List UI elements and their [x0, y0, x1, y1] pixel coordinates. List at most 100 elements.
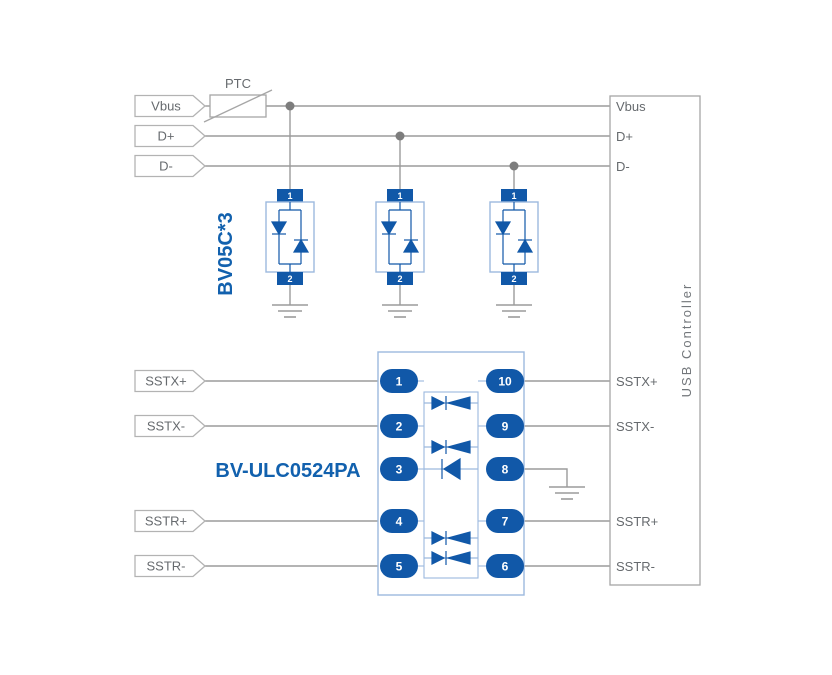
- diode-left: [445, 531, 471, 545]
- ic-pin-10-label: 10: [498, 375, 512, 389]
- tvs-array-2: 1 2: [375, 189, 425, 318]
- wire: [524, 468, 568, 487]
- diode-left: [445, 440, 471, 454]
- tvs-internal-diodes: [380, 202, 420, 272]
- diode-left: [445, 396, 471, 410]
- ic-pin-7: [486, 509, 524, 533]
- ic-right-pins: 10 9 8 7 6: [486, 369, 524, 578]
- tvs-pin-top: [277, 189, 303, 202]
- ground-symbol: [496, 304, 532, 318]
- diode-right: [431, 440, 446, 454]
- ground-symbol: [272, 304, 308, 318]
- tvs-pin-top-label: 1: [511, 191, 516, 201]
- tvs-array-3: 1 2: [489, 189, 539, 318]
- tag-shape: [134, 369, 206, 393]
- junction-dot: [395, 131, 405, 141]
- ground-symbol-pin8: [549, 486, 585, 500]
- zener-diode-left: [442, 457, 461, 481]
- tag-shape: [134, 414, 206, 438]
- tag-label: SSTX+: [145, 374, 187, 389]
- ic-pin-5-label: 5: [396, 560, 403, 574]
- ground-symbol: [382, 304, 418, 318]
- diode-left: [445, 551, 471, 565]
- tvs-pin-bottom: [277, 272, 303, 285]
- ic-part-label: BV-ULC0524PA: [215, 460, 360, 482]
- protection-ic: 1 2 3 4 5 10 9 8 7 6: [377, 351, 525, 596]
- tag-label: Vbus: [151, 99, 181, 114]
- input-tags: Vbus D+ D- SSTX+ SSTX- SSTR+ SSTR-: [134, 94, 206, 578]
- tvs-pin-top-label: 1: [287, 191, 292, 201]
- controller-pin-sstr-minus: SSTR-: [616, 559, 655, 574]
- tag-label: SSTX-: [147, 419, 185, 434]
- controller-pin-dminus: D-: [616, 159, 630, 174]
- tvs-pin-bottom: [387, 272, 413, 285]
- ic-inner-stubs: [418, 380, 486, 567]
- junction-dot: [509, 161, 519, 171]
- diode-down: [270, 221, 288, 236]
- controller-pin-sstr-plus: SSTR+: [616, 514, 658, 529]
- controller-pin-vbus: Vbus: [616, 99, 646, 114]
- diode-right: [431, 396, 446, 410]
- tag-label: SSTR+: [145, 514, 187, 529]
- sstr-plus-tag: SSTR+: [134, 509, 206, 533]
- tag-shape: [134, 554, 206, 578]
- ptc-label: PTC: [225, 76, 251, 91]
- tag-shape: [134, 509, 206, 533]
- ic-pin-9-label: 9: [502, 420, 509, 434]
- tvs-pin-top: [387, 189, 413, 202]
- ic-left-pins: 1 2 3 4 5: [380, 369, 418, 578]
- junction-dot: [285, 101, 295, 111]
- ptc-diagonal: [203, 89, 273, 123]
- usb-controller-title: USB Controller: [679, 283, 694, 398]
- sstr-minus-tag: SSTR-: [134, 554, 206, 578]
- ic-pin-2: [380, 414, 418, 438]
- ic-pin-3: [380, 457, 418, 481]
- wire-group: [205, 105, 610, 567]
- ic-pin-10: [486, 369, 524, 393]
- ic-pin-5: [380, 554, 418, 578]
- tvs-body: [489, 201, 539, 273]
- sstx-plus-tag: SSTX+: [134, 369, 206, 393]
- tvs-internal-diodes: [494, 202, 534, 272]
- usb-controller: Vbus D+ D- SSTX+ SSTX- SSTR+ SSTR- USB C…: [609, 95, 701, 586]
- tvs-pin-bottom: [501, 272, 527, 285]
- ic-pin-6: [486, 554, 524, 578]
- sstx-minus-tag: SSTX-: [134, 414, 206, 438]
- ic-inner-network-box: [423, 391, 479, 579]
- tag-shape: [134, 94, 206, 118]
- tvs-array-1: 1 2: [265, 189, 315, 318]
- tag-label: SSTR-: [147, 559, 186, 574]
- tag-shape: [134, 124, 206, 148]
- diode-down: [494, 221, 512, 236]
- controller-pin-dplus: D+: [616, 129, 633, 144]
- tvs-pin-bottom-label: 2: [511, 274, 516, 284]
- tvs-pin-top-label: 1: [397, 191, 402, 201]
- controller-pin-sstx-plus: SSTX+: [616, 374, 658, 389]
- tvs-pin-top: [501, 189, 527, 202]
- tag-label: D+: [158, 129, 175, 144]
- ic-pin-4-label: 4: [396, 515, 403, 529]
- dplus-tag: D+: [134, 124, 206, 148]
- ic-diode-rows: [424, 396, 478, 565]
- tvs-body: [375, 201, 425, 273]
- ic-pin-1: [380, 369, 418, 393]
- ic-pin-1-label: 1: [396, 375, 403, 389]
- ic-pin-9: [486, 414, 524, 438]
- tvs-pin-bottom-label: 2: [397, 274, 402, 284]
- tag-shape: [134, 154, 206, 178]
- ic-pin-7-label: 7: [502, 515, 509, 529]
- ic-pin-8: [486, 457, 524, 481]
- diode-right: [431, 551, 446, 565]
- diode-right: [431, 531, 446, 545]
- tag-label: D-: [159, 159, 173, 174]
- tvs-group-label: BV05C*3: [215, 212, 237, 295]
- ic-pin-8-label: 8: [502, 463, 509, 477]
- ptc-symbol: PTC: [203, 76, 273, 123]
- tvs-pin-bottom-label: 2: [287, 274, 292, 284]
- controller-pin-sstx-minus: SSTX-: [616, 419, 654, 434]
- tvs-internal-diodes: [270, 202, 310, 272]
- ic-pin-6-label: 6: [502, 560, 509, 574]
- vbus-tag: Vbus: [134, 94, 206, 118]
